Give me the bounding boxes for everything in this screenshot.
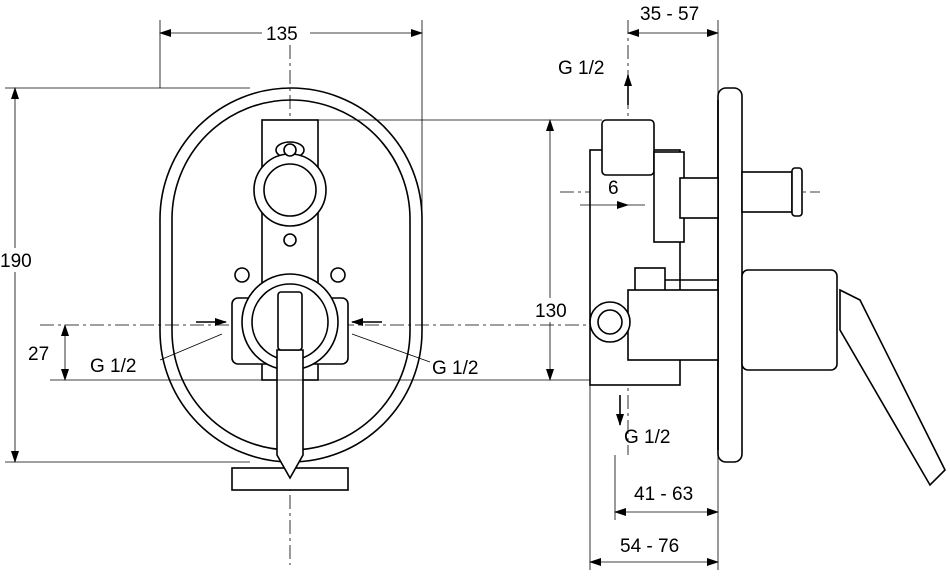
dim-35-57-label: 35 - 57 (640, 4, 699, 25)
dim-135-label: 135 (266, 24, 298, 45)
dim-190-label: 190 (0, 251, 32, 272)
dim-27-label: 27 (28, 344, 49, 365)
dim-6-label: 6 (608, 178, 619, 199)
side-view (589, 74, 946, 487)
front-view (159, 87, 431, 491)
connection-right-label: G 1/2 (432, 358, 478, 379)
connection-top-label: G 1/2 (558, 58, 604, 79)
connection-bottom-label: G 1/2 (624, 427, 670, 448)
connection-left-label: G 1/2 (90, 356, 136, 377)
dim-130-label: 130 (535, 301, 567, 322)
dim-41-63-label: 41 - 63 (634, 484, 693, 505)
dimension-lines (5, 20, 719, 570)
dim-54-76-label: 54 - 76 (620, 536, 679, 557)
